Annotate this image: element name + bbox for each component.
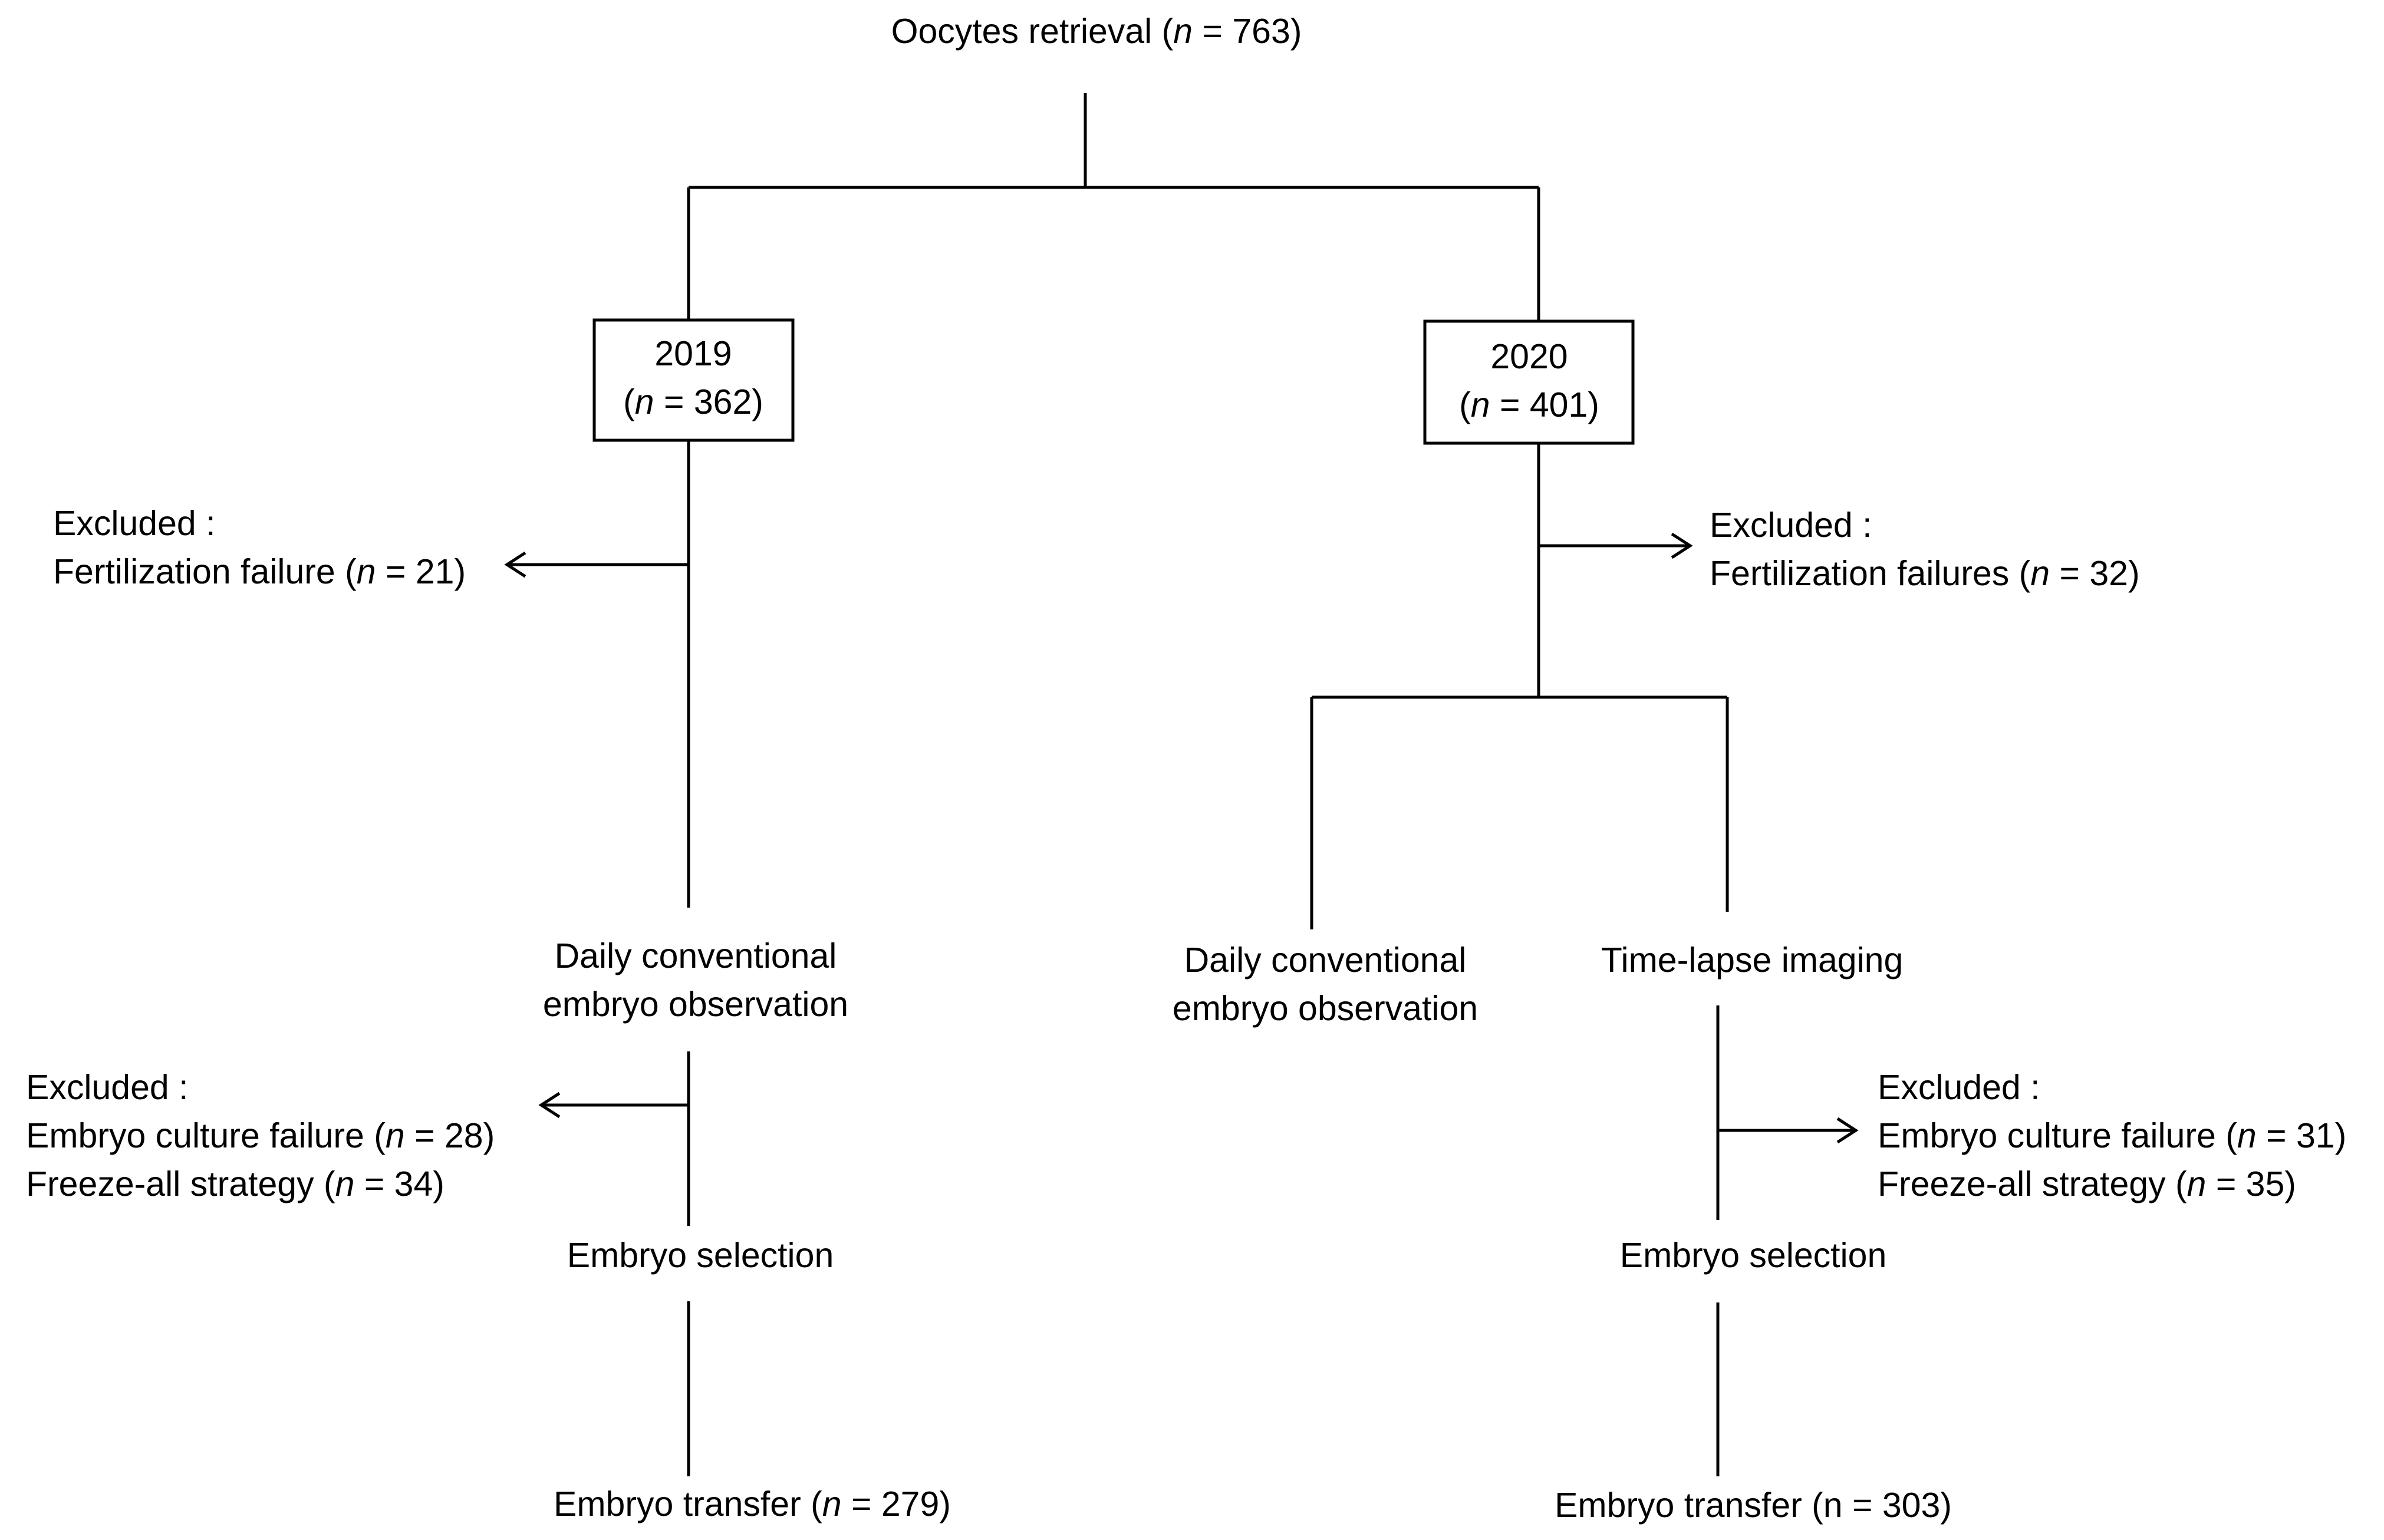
transfer-2019-label: Embryo transfer (n = 279) bbox=[554, 1485, 951, 1523]
exclusion-arrow-2020-2-head bbox=[1836, 1117, 1859, 1144]
exclusion-arrow-2020-1-head bbox=[1671, 532, 1693, 559]
method-2019-line2: embryo observation bbox=[543, 985, 848, 1024]
exclusion-2020-2-line2: Freeze-all strategy (n = 35) bbox=[1878, 1165, 2296, 1203]
exclusion-2019-2-line1: Embryo culture failure (n = 28) bbox=[26, 1116, 495, 1155]
year-2020-box bbox=[1423, 319, 1635, 445]
year-2019-box bbox=[592, 318, 795, 442]
exclusion-2019-2-line2: Freeze-all strategy (n = 34) bbox=[26, 1165, 444, 1203]
selection-2019-label: Embryo selection bbox=[567, 1236, 834, 1275]
exclusion-2020-2-heading: Excluded : bbox=[1878, 1068, 2040, 1107]
exclusion-2020-1-line1: Fertilization failures (n = 32) bbox=[1710, 554, 2140, 593]
exclusion-2019-2-heading: Excluded : bbox=[26, 1068, 189, 1107]
transfer-2020-label: Embryo transfer (n = 303) bbox=[1555, 1486, 1952, 1525]
method-2020-conventional-line2: embryo observation bbox=[1173, 989, 1478, 1028]
method-2019-line1: Daily conventional bbox=[555, 936, 837, 975]
exclusion-2019-1-line1: Fertilization failure (n = 21) bbox=[53, 552, 466, 591]
exclusion-2019-1-heading: Excluded : bbox=[53, 504, 216, 543]
exclusion-2020-1-heading: Excluded : bbox=[1710, 506, 1872, 545]
method-2020-conventional-line1: Daily conventional bbox=[1184, 941, 1467, 980]
method-2020-timelapse: Time-lapse imaging bbox=[1601, 941, 1904, 980]
year-2020-count: (n = 401) bbox=[1459, 385, 1599, 424]
exclusion-arrow-2019-1-head bbox=[504, 551, 526, 578]
selection-2020-label: Embryo selection bbox=[1620, 1236, 1887, 1275]
year-2020-label: 2020 bbox=[1490, 337, 1568, 376]
root-node-label: Oocytes retrieval (n = 763) bbox=[891, 12, 1302, 51]
exclusion-arrow-2019-2-head bbox=[538, 1091, 561, 1119]
exclusion-2020-2-line1: Embryo culture failure (n = 31) bbox=[1878, 1116, 2346, 1155]
year-2019-label: 2019 bbox=[654, 334, 732, 373]
year-2019-count: (n = 362) bbox=[623, 382, 763, 421]
